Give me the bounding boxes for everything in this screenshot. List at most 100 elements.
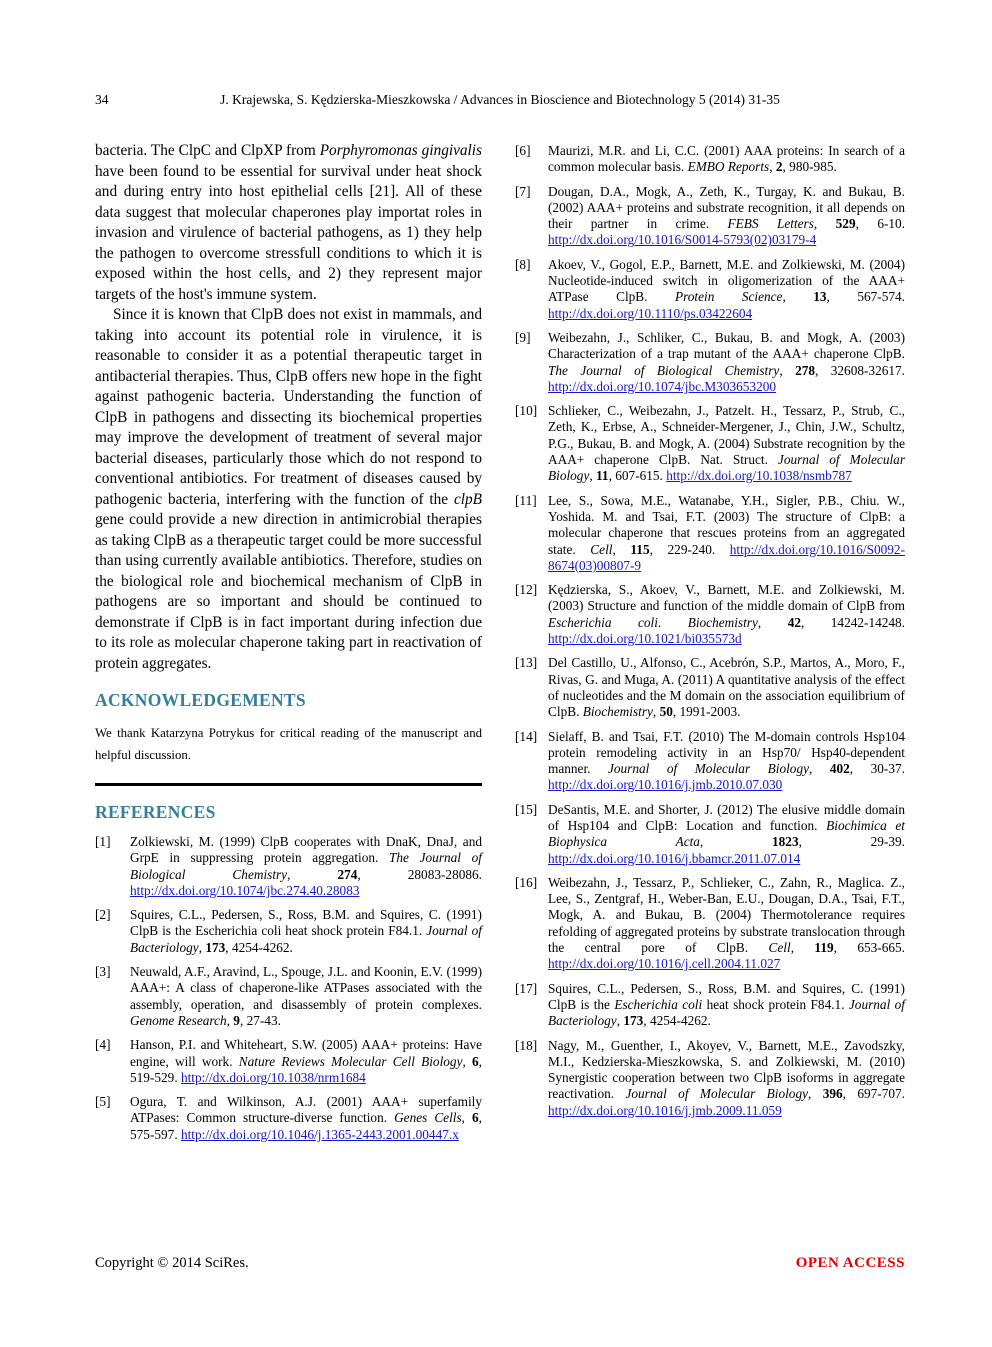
text-segment: Since it is known that ClpB does not exi… <box>95 306 482 508</box>
reference-text: Neuwald, A.F., Aravind, L., Spouge, J.L.… <box>130 964 482 1029</box>
reference-number: [4] <box>95 1037 111 1053</box>
text-segment: , <box>462 1053 473 1069</box>
text-segment: Dougan, D.A., Mogk, A., Zeth, K., Turgay… <box>548 183 905 232</box>
text-segment: heat shock protein F84.1. <box>702 996 849 1012</box>
reference-number: [6] <box>515 143 531 158</box>
text-segment: 2 <box>775 159 783 175</box>
reference-item: [7] Dougan, D.A., Mogk, A., Zeth, K., Tu… <box>515 184 905 249</box>
text-segment: Biochemistry <box>687 614 758 630</box>
text-segment: , <box>808 1086 823 1102</box>
references-list-left: [1] Zolkiewski, M. (1999) ClpB cooperate… <box>95 834 482 1143</box>
doi-link[interactable]: http://dx.doi.org/10.1016/j.jmb.2009.11.… <box>548 1102 782 1118</box>
doi-link[interactable]: http://dx.doi.org/10.1038/nrm1684 <box>180 1069 366 1085</box>
text-segment: Akoev, V., Gogol, E.P., Barnett, M.E. an… <box>548 256 905 305</box>
section-divider <box>95 783 482 786</box>
reference-text: Sielaff, B. and Tsai, F.T. (2010) The M-… <box>548 729 905 794</box>
text-segment: , <box>198 939 206 955</box>
doi-link[interactable]: http://dx.doi.org/10.1016/j.jmb.2010.07.… <box>548 777 783 793</box>
doi-link[interactable]: http://dx.doi.org/10.1074/jbc.274.40.280… <box>130 882 360 898</box>
text-segment: gene could provide a new direction in an… <box>95 511 482 672</box>
running-title: J. Krajewska, S. Kędzierska-Mieszkowska … <box>220 92 780 107</box>
reference-text: Maurizi, M.R. and Li, C.C. (2001) AAA pr… <box>548 143 905 176</box>
text-segment: Squires, C.L., Pedersen, S., Ross, B.M. … <box>548 980 905 1012</box>
reference-item: [1] Zolkiewski, M. (1999) ClpB cooperate… <box>95 834 482 899</box>
text-segment: , 567-574. <box>826 289 905 305</box>
reference-item: [17] Squires, C.L., Pedersen, S., Ross, … <box>515 981 905 1030</box>
text-segment: 529 <box>835 216 856 232</box>
reference-number: [10] <box>515 403 538 419</box>
text-segment: . <box>657 614 688 630</box>
text-segment: DeSantis, M.E. and Shorter, J. (2012) Th… <box>548 801 905 833</box>
doi-link[interactable]: http://dx.doi.org/10.1110/ps.03422604 <box>548 305 753 321</box>
text-segment: , <box>699 834 772 850</box>
text-segment: , 519-529. <box>130 1053 482 1085</box>
doi-link[interactable]: http://dx.doi.org/10.1016/S0014-5793(02)… <box>548 232 817 248</box>
text-segment: , <box>779 362 796 378</box>
text-segment: , <box>612 541 631 557</box>
doi-link[interactable]: http://dx.doi.org/10.1038/nsmb787 <box>666 468 852 484</box>
reference-number: [13] <box>515 655 538 671</box>
reference-item: [14] Sielaff, B. and Tsai, F.T. (2010) T… <box>515 729 905 794</box>
text-segment: Cell <box>768 940 791 956</box>
text-segment: Hanson, P.I. and Whiteheart, S.W. (2005)… <box>130 1037 482 1069</box>
reference-item: [18] Nagy, M., Guenther, I., Akoyev, V.,… <box>515 1038 905 1119</box>
left-column: bacteria. The ClpC and ClpXP from Porphy… <box>95 141 482 1151</box>
copyright-text: Copyright © 2014 SciRes. <box>95 1255 249 1271</box>
reference-item: [16] Weibezahn, J., Tessarz, P., Schliek… <box>515 875 905 973</box>
reference-text: Squires, C.L., Pedersen, S., Ross, B.M. … <box>130 907 482 956</box>
reference-number: [2] <box>95 907 111 923</box>
reference-item: [3] Neuwald, A.F., Aravind, L., Spouge, … <box>95 964 482 1029</box>
text-segment: Cell <box>590 541 613 557</box>
text-segment: , <box>809 761 830 777</box>
text-segment: Squires, C.L., Pedersen, S., Ross, B.M. … <box>130 907 482 939</box>
acknowledgements-heading: ACKNOWLEDGEMENTS <box>95 690 306 710</box>
text-segment: 173 <box>623 1013 644 1029</box>
doi-link[interactable]: http://dx.doi.org/10.1074/jbc.M303653200 <box>548 378 777 394</box>
reference-item: [2] Squires, C.L., Pedersen, S., Ross, B… <box>95 907 482 956</box>
page-footer: Copyright © 2014 SciRes. OPEN ACCESS <box>95 1255 905 1272</box>
text-segment: , 1991-2003. <box>672 704 741 720</box>
reference-number: [17] <box>515 980 538 996</box>
doi-link[interactable]: http://dx.doi.org/10.1016/S0092-8674(03)… <box>548 541 905 573</box>
text-segment: Ogura, T. and Wilkinson, A.J. (2001) AAA… <box>130 1094 482 1126</box>
text-segment: 13 <box>813 289 827 305</box>
doi-link[interactable]: http://dx.doi.org/10.1016/j.cell.2004.11… <box>548 956 781 972</box>
text-segment: Journal of Molecular Biology <box>607 761 809 777</box>
text-segment: 50 <box>659 704 673 720</box>
text-segment: Journal of Bacteriology <box>548 996 905 1029</box>
reference-number: [7] <box>515 183 531 199</box>
text-segment: 42 <box>787 614 801 630</box>
doi-link[interactable]: http://dx.doi.org/10.1021/bi035573d <box>548 631 742 647</box>
doi-link[interactable]: http://dx.doi.org/10.1046/j.1365-2443.20… <box>180 1126 459 1142</box>
text-segment: clpB <box>453 490 482 508</box>
text-segment: Journal of Bacteriology <box>130 923 482 955</box>
reference-number: [3] <box>95 964 111 980</box>
doi-link[interactable]: http://dx.doi.org/10.1016/j.bbamcr.2011.… <box>548 850 801 866</box>
text-segment: bacteria. The ClpC and ClpXP from <box>95 142 320 159</box>
text-segment: , 6-10. <box>855 216 906 232</box>
reference-number: [9] <box>515 329 531 345</box>
reference-item: [13] Del Castillo, U., Alfonso, C., Aceb… <box>515 655 905 720</box>
reference-text: Akoev, V., Gogol, E.P., Barnett, M.E. an… <box>548 257 905 322</box>
reference-text: Weibezahn, J., Tessarz, P., Schlieker, C… <box>548 875 905 973</box>
text-segment: Genome Research <box>130 1012 227 1028</box>
text-segment: , 4254-4262. <box>643 1013 711 1029</box>
reference-text: Lee, S., Sowa, M.E., Watanabe, Y.H., Sig… <box>548 493 905 574</box>
text-segment: Weibezahn, J., Tessarz, P., Schlieker, C… <box>548 874 905 956</box>
text-segment: , 14242-14248. <box>800 614 906 630</box>
reference-number: [12] <box>515 582 538 598</box>
text-segment: Nature Reviews Molecular Cell Biology <box>238 1053 463 1069</box>
reference-number: [14] <box>515 728 538 744</box>
reference-text: Schlieker, C., Weibezahn, J., Patzelt. H… <box>548 403 905 484</box>
text-segment: , <box>813 216 836 232</box>
reference-item: [12] Kędzierska, S., Akoev, V., Barnett,… <box>515 582 905 647</box>
text-segment: , 653-665. <box>833 940 906 956</box>
right-column: [6] Maurizi, M.R. and Li, C.C. (2001) AA… <box>515 141 905 1151</box>
text-segment: Biochimica et Biophysica Acta <box>548 817 905 850</box>
reference-text: Hanson, P.I. and Whiteheart, S.W. (2005)… <box>130 1037 482 1086</box>
text-segment: , <box>769 159 776 175</box>
text-segment: Escherichia coli <box>614 996 703 1012</box>
reference-item: [9] Weibezahn, J., Schliker, C., Bukau, … <box>515 330 905 395</box>
open-access-badge: OPEN ACCESS <box>795 1255 905 1271</box>
text-segment: Del Castillo, U., Alfonso, C., Acebrón, … <box>548 655 905 720</box>
